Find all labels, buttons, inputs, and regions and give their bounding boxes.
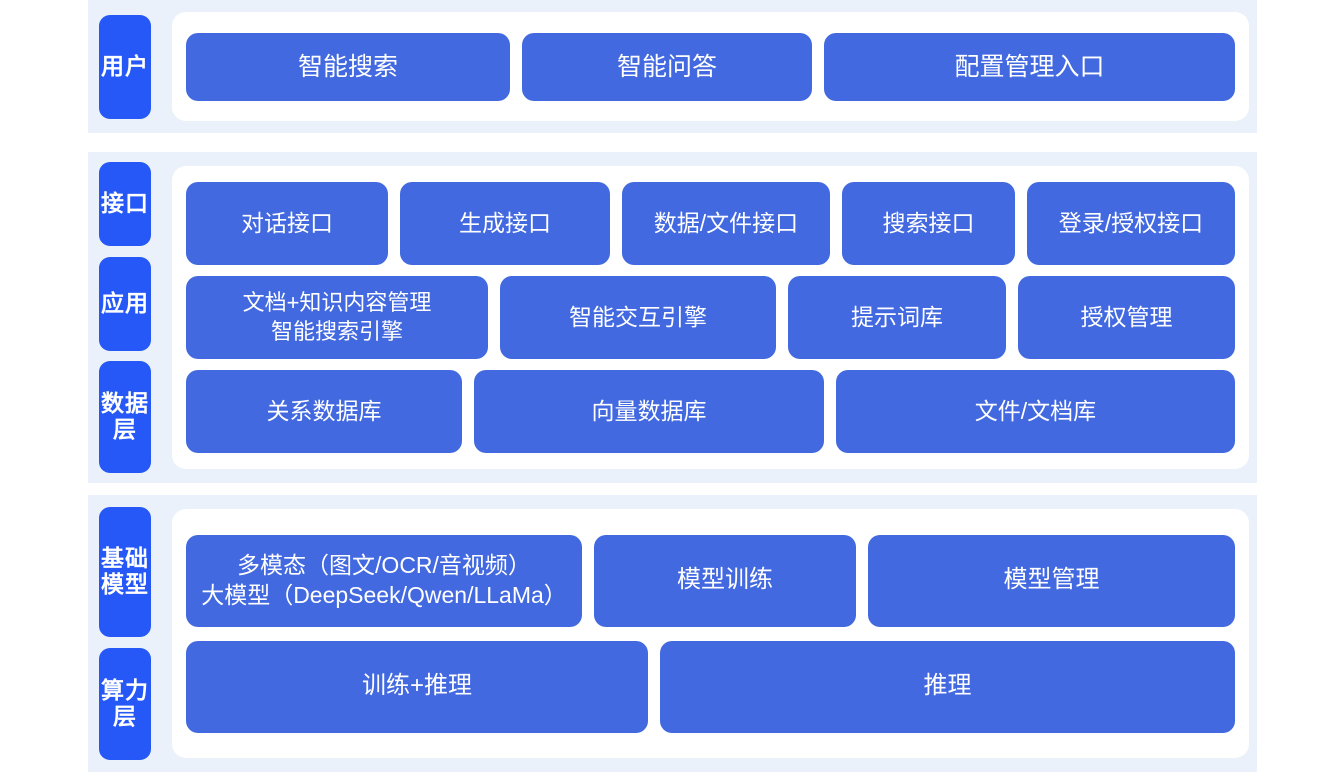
- layer-chip-compute[interactable]: 算力层: [99, 648, 151, 760]
- infrastructure-layer-panel: 多模态（图文/OCR/音视频） 大模型（DeepSeek/Qwen/LLaMa）…: [172, 509, 1249, 758]
- card-vector-database[interactable]: 向量数据库: [474, 370, 824, 453]
- card-intelligent-interaction-engine[interactable]: 智能交互引擎: [500, 276, 776, 359]
- layer-chip-user-label: 用户: [101, 52, 149, 79]
- application-card-row: 文档+知识内容管理 智能搜索引擎 智能交互引擎 提示词库 授权管理: [186, 276, 1235, 359]
- layer-chip-data-label: 数据层: [101, 390, 149, 442]
- platform-layer-panel: 对话接口 生成接口 数据/文件接口 搜索接口 登录/授权接口 文档+知识内容管理…: [172, 166, 1249, 469]
- card-model-management[interactable]: 模型管理: [868, 534, 1235, 627]
- section-user-layer: 用户 智能搜索 智能问答 配置管理入口: [88, 0, 1257, 133]
- layer-chip-compute-label: 算力层: [101, 677, 149, 729]
- user-layer-panel: 智能搜索 智能问答 配置管理入口: [172, 12, 1249, 121]
- card-training-and-inference[interactable]: 训练+推理: [186, 640, 648, 733]
- user-layer-label-column: 用户: [88, 0, 162, 133]
- data-card-row: 关系数据库 向量数据库 文件/文档库: [186, 370, 1235, 453]
- model-card-row: 多模态（图文/OCR/音视频） 大模型（DeepSeek/Qwen/LLaMa）…: [186, 534, 1235, 627]
- platform-layer-label-column: 接口 应用 数据层: [88, 152, 162, 483]
- layer-chip-foundation-model-label: 基础模型: [101, 545, 149, 597]
- section-infrastructure-layer: 基础模型 算力层 多模态（图文/OCR/音视频） 大模型（DeepSeek/Qw…: [88, 495, 1257, 772]
- card-login-auth-api[interactable]: 登录/授权接口: [1027, 182, 1235, 265]
- card-inference[interactable]: 推理: [660, 640, 1235, 733]
- card-document-knowledge-management[interactable]: 文档+知识内容管理 智能搜索引擎: [186, 276, 488, 359]
- card-dialog-api[interactable]: 对话接口: [186, 182, 388, 265]
- card-authorization-management[interactable]: 授权管理: [1018, 276, 1235, 359]
- card-search-api[interactable]: 搜索接口: [842, 182, 1015, 265]
- card-intelligent-qa[interactable]: 智能问答: [522, 32, 812, 101]
- api-card-row: 对话接口 生成接口 数据/文件接口 搜索接口 登录/授权接口: [186, 182, 1235, 265]
- layer-chip-api[interactable]: 接口: [99, 162, 151, 246]
- layer-chip-foundation-model[interactable]: 基础模型: [99, 507, 151, 637]
- compute-card-row: 训练+推理 推理: [186, 640, 1235, 733]
- card-data-file-api[interactable]: 数据/文件接口: [622, 182, 830, 265]
- card-model-training[interactable]: 模型训练: [594, 534, 856, 627]
- user-card-row: 智能搜索 智能问答 配置管理入口: [186, 32, 1235, 101]
- card-multimodal-large-model[interactable]: 多模态（图文/OCR/音视频） 大模型（DeepSeek/Qwen/LLaMa）: [186, 534, 582, 627]
- layer-chip-user[interactable]: 用户: [99, 14, 151, 119]
- card-generation-api[interactable]: 生成接口: [400, 182, 610, 265]
- section-platform-layer: 接口 应用 数据层 对话接口 生成接口 数据/文件接口 搜索接口 登录/授权接口…: [88, 152, 1257, 483]
- layer-chip-api-label: 接口: [101, 190, 149, 217]
- layer-chip-application[interactable]: 应用: [99, 256, 151, 351]
- infrastructure-layer-label-column: 基础模型 算力层: [88, 495, 162, 772]
- card-file-document-store[interactable]: 文件/文档库: [836, 370, 1235, 453]
- layer-chip-application-label: 应用: [101, 289, 149, 316]
- layer-chip-data[interactable]: 数据层: [99, 361, 151, 473]
- card-intelligent-search[interactable]: 智能搜索: [186, 32, 510, 101]
- card-relational-database[interactable]: 关系数据库: [186, 370, 462, 453]
- card-config-management-entry[interactable]: 配置管理入口: [824, 32, 1235, 101]
- card-prompt-library[interactable]: 提示词库: [788, 276, 1006, 359]
